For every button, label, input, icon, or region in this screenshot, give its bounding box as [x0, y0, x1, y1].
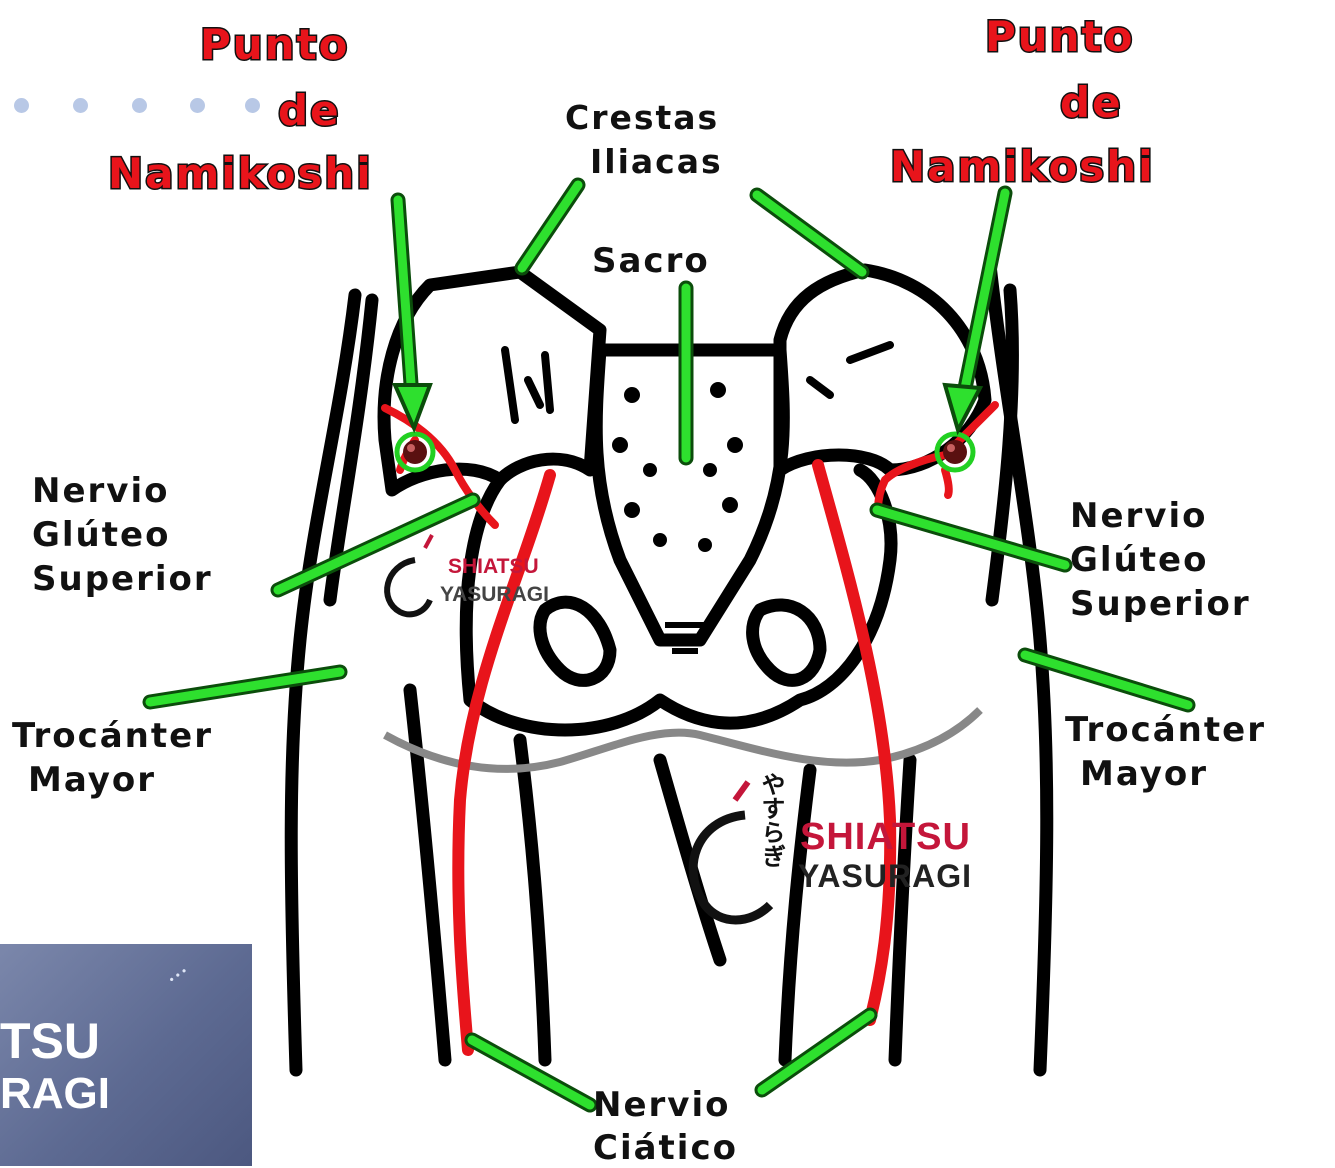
gluteo-right-line3: Superior [1070, 587, 1251, 621]
left-femur-inner [520, 740, 545, 1060]
shiatsu-yasuragi-logo-icon [387, 535, 432, 614]
punto-right-line2: de [1060, 82, 1123, 124]
gluteo-left-line2: Glúteo [32, 518, 170, 552]
right-femur-outer [895, 760, 910, 1060]
watermark-small-line1: SHIATSU [448, 556, 539, 577]
ciatico-line1: Nervio [593, 1088, 730, 1122]
watermark-large-line1: SHIATSU [800, 818, 971, 856]
gluteo-left-line3: Superior [32, 562, 213, 596]
mark [545, 355, 550, 410]
photo-thumbnail: TSU RAGI • • • [0, 944, 252, 1166]
right-sciatic-nerve [818, 465, 890, 1020]
ciatico-line2: Ciático [593, 1131, 738, 1165]
mark [528, 380, 540, 405]
photo-kana-mark: • • • [166, 944, 238, 1008]
punto-right-line3: Namikoshi [890, 146, 1155, 188]
photo-text-line1: TSU [0, 1016, 100, 1066]
sacral-foramina [612, 382, 743, 552]
right-obturator [753, 605, 820, 680]
sacro-label: Sacro [592, 244, 710, 278]
mark [850, 345, 890, 360]
trocanter-right-line1: Trocánter [1065, 713, 1266, 747]
trocanter-right-line2: Mayor [1080, 757, 1208, 791]
crestas-line1: Crestas [565, 101, 719, 134]
right-femur-inner [785, 770, 810, 1060]
watermark-small-line2: YASURAGI [440, 584, 549, 605]
punto-left-line2: de [278, 90, 341, 132]
trocanter-left-line2: Mayor [28, 763, 156, 797]
watermark-large-line2: YASURAGI [798, 860, 972, 892]
mark [505, 350, 515, 420]
punto-right-line1: Punto [985, 16, 1135, 58]
right-ilium [780, 270, 985, 470]
right-gluteal-branch [945, 470, 949, 495]
gluteo-right-line2: Glúteo [1070, 543, 1208, 577]
punto-left-line1: Punto [200, 24, 350, 66]
punto-left-line3: Namikoshi [108, 153, 373, 195]
coccyx [665, 625, 705, 651]
photo-text-line2: RAGI [0, 1072, 110, 1116]
trocanter-left-line1: Trocánter [12, 719, 213, 753]
mark [810, 380, 830, 395]
gluteo-left-line1: Nervio [32, 474, 169, 508]
left-obturator [540, 602, 610, 680]
crestas-line2: Iliacas [590, 145, 723, 178]
gluteo-right-line1: Nervio [1070, 499, 1207, 533]
watermark-kana: やすらぎ [758, 772, 782, 868]
